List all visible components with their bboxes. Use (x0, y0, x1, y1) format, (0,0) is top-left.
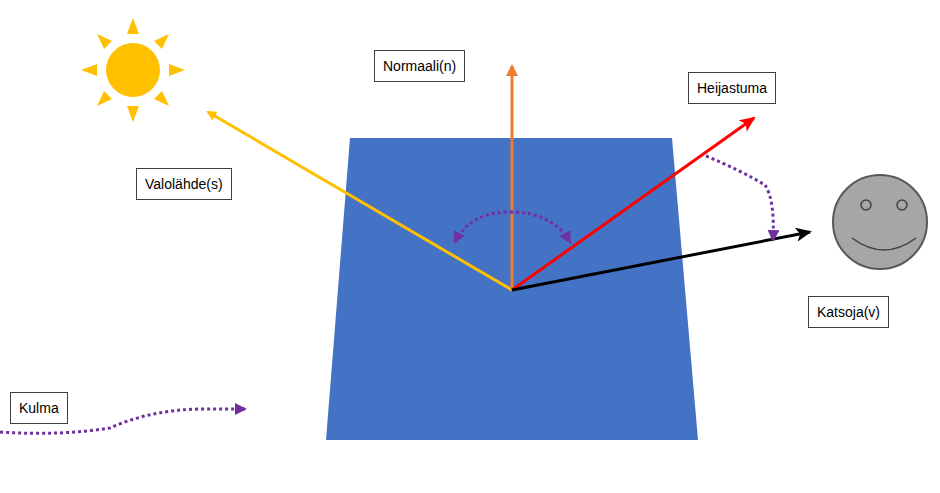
label-box: Katsoja(v) (808, 296, 889, 328)
label-box: Normaali(n) (374, 50, 465, 82)
label-text: Normaali(n) (383, 57, 456, 75)
normal-vector (511, 66, 514, 290)
label-box: Valolähde(s) (136, 168, 232, 200)
viewer-vector (512, 232, 810, 290)
angle-arc (706, 156, 773, 240)
viewer-face (833, 175, 927, 269)
label-text: Heijastuma (697, 79, 767, 97)
label-text: Valolähde(s) (145, 175, 223, 193)
legend-item: Kulma (10, 392, 68, 424)
light-vector (208, 112, 512, 290)
label-text: Katsoja(v) (817, 303, 880, 321)
label-box: Heijastuma (688, 72, 776, 104)
legend-text: Kulma (19, 399, 59, 417)
sun-icon (81, 18, 185, 122)
angle-arc (455, 212, 570, 242)
reflection-vector (512, 118, 754, 290)
